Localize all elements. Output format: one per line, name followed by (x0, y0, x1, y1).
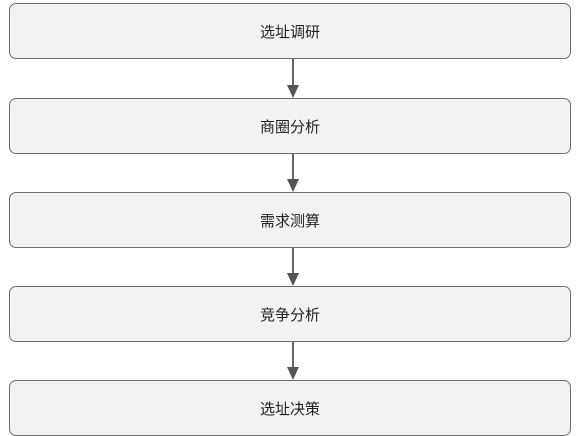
step-box-1: 选址调研 (9, 3, 571, 59)
step-box-5: 选址决策 (9, 380, 571, 436)
step-box-3: 需求测算 (9, 192, 571, 248)
step-label: 选址决策 (259, 399, 320, 418)
step-label: 商圈分析 (259, 117, 320, 136)
arrow-3-to-4 (286, 248, 300, 286)
arrow-2-to-3 (286, 154, 300, 192)
arrow-4-to-5 (286, 342, 300, 380)
step-box-2: 商圈分析 (9, 98, 571, 154)
step-box-4: 竞争分析 (9, 286, 571, 342)
step-label: 竞争分析 (259, 305, 320, 324)
step-label: 需求测算 (259, 211, 320, 230)
arrow-1-to-2 (286, 59, 300, 98)
step-label: 选址调研 (259, 22, 320, 41)
